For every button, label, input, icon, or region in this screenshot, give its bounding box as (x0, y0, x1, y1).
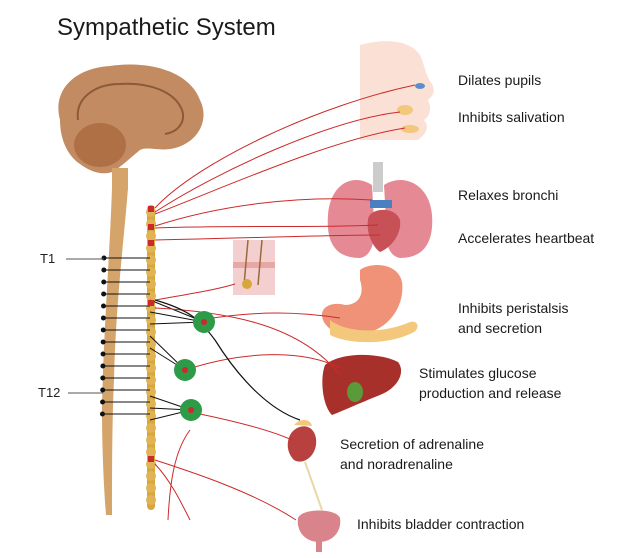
ramus-dot (100, 375, 106, 381)
chain-bead (146, 435, 156, 445)
ramus-dot (100, 339, 106, 345)
effect-glucose-line1: Stimulates glucose (419, 365, 537, 381)
ganglion-icon (174, 311, 215, 421)
effect-peristalsis-line2: and secretion (458, 320, 543, 336)
skin-hair-illustration (233, 239, 275, 295)
ramus-dot (101, 255, 107, 261)
ramus-dot (100, 351, 106, 357)
chain-bead (146, 267, 156, 277)
ramus-dot (100, 327, 106, 333)
kidney-adrenal-illustration (287, 419, 323, 511)
stomach-pancreas-illustration (322, 265, 418, 343)
liver-illustration (322, 354, 402, 415)
ramus-dot (100, 399, 106, 405)
chain-bead (146, 399, 156, 409)
chain-bead (146, 495, 156, 505)
effect-pupils: Dilates pupils (458, 72, 542, 88)
spinal-cord (102, 188, 128, 515)
effect-salivation: Inhibits salivation (458, 109, 565, 125)
ramus-dot (101, 291, 107, 297)
chain-bead (146, 279, 156, 289)
effect-bladder: Inhibits bladder contraction (357, 516, 525, 532)
segment-label-t1: T1 (40, 251, 56, 266)
ramus-dot (100, 363, 106, 369)
ramus-dot (101, 279, 107, 285)
chain-bead (146, 291, 156, 301)
brain-illustration (58, 64, 204, 190)
segment-label-t12: T12 (38, 385, 61, 400)
chain-bead (146, 327, 156, 337)
effect-peristalsis-line1: Inhibits peristalsis (458, 300, 569, 316)
ramus-dot (100, 315, 106, 321)
diagram-title: Sympathetic System (57, 14, 276, 41)
synapse-dots (148, 206, 154, 462)
chain-bead (146, 423, 156, 433)
chain-bead (146, 387, 156, 397)
chain-bead (146, 351, 156, 361)
chain-bead (146, 447, 156, 457)
ramus-dot (101, 267, 107, 273)
chain-bead (146, 363, 156, 373)
effect-peristalsis: Inhibits peristalsis and secretion (458, 298, 569, 338)
ramus-dot (99, 411, 105, 417)
effect-adrenaline-line2: and noradrenaline (340, 456, 453, 472)
chain-bead (146, 375, 156, 385)
face-illustration (360, 41, 434, 140)
effect-glucose: Stimulates glucose production and releas… (419, 363, 561, 403)
effect-adrenaline-line1: Secretion of adrenaline (340, 436, 484, 452)
effect-glucose-line2: production and release (419, 385, 562, 401)
effect-adrenaline: Secretion of adrenaline and noradrenalin… (340, 434, 484, 474)
chain-bead (146, 471, 156, 481)
ramus-dot (100, 387, 106, 393)
chain-bead (146, 483, 156, 493)
bladder-illustration (297, 510, 341, 552)
chain-bead (146, 255, 156, 265)
effect-bronchi: Relaxes bronchi (458, 187, 559, 203)
splanchnic-nerve (154, 299, 301, 421)
chain-bead (146, 231, 156, 241)
effect-heartbeat: Accelerates heartbeat (458, 230, 595, 246)
lungs-heart-illustration (327, 162, 433, 258)
ramus-dot (101, 303, 107, 309)
